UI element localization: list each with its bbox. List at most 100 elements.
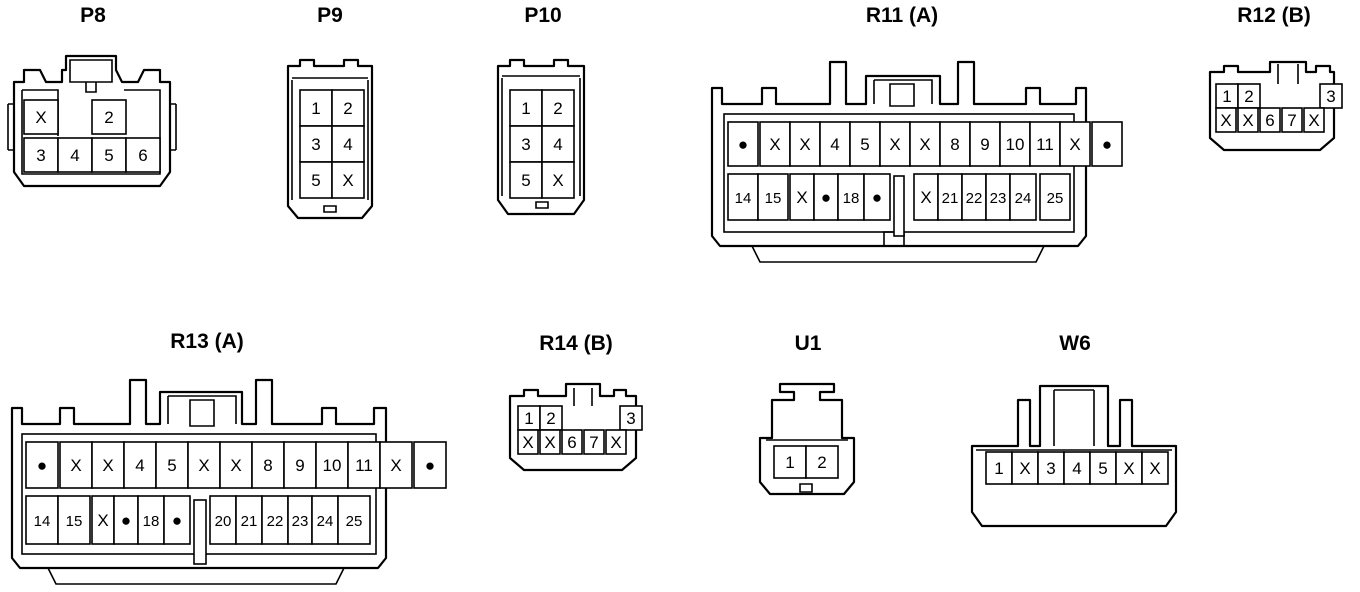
r13-top-pin-label: 10	[323, 456, 342, 475]
p10-pin-cell	[541, 125, 575, 163]
r11-top-pin-cell	[727, 121, 759, 167]
connector-r12-latch	[1277, 64, 1299, 84]
r13-bottom-pin-label: 22	[267, 513, 284, 530]
r14-bottom-pin-cell	[583, 429, 605, 455]
r11-top-pin-label: ●	[738, 135, 748, 154]
connector-u1-title: U1	[795, 332, 822, 355]
connector-r11-title: R11 (A)	[866, 4, 938, 27]
connector-r11-latch-and-base	[751, 79, 1045, 263]
w6-pin-cell	[1115, 451, 1143, 485]
r11-bottom-pin-label: 25	[1047, 190, 1064, 207]
r14-top-pin-label: 1	[524, 409, 533, 428]
connector-r12-title: R12 (B)	[1237, 4, 1311, 27]
r13-bottom-pin-label: 23	[292, 513, 309, 530]
r11-top-pin-cell	[819, 121, 851, 167]
connector-r11-key	[893, 175, 905, 237]
p8-top-pin-label: 2	[104, 108, 113, 127]
r13-bottom-pin-label: ●	[121, 511, 131, 530]
u1-pin-label: 1	[785, 453, 794, 472]
r12-bottom-pin-cell	[1259, 107, 1281, 133]
r13-top-pin-label: X	[390, 456, 401, 475]
p10-pin-label: X	[552, 171, 563, 190]
r12-bottom-pin-label: X	[1220, 111, 1231, 130]
r11-bottom-pin-label: 22	[966, 190, 983, 207]
p8-bottom-pin-cell	[125, 137, 161, 173]
r11-top-pin-label: 4	[830, 135, 839, 154]
p8-bottom-pin-label: 5	[104, 146, 113, 165]
p9-pin-label: 5	[311, 171, 320, 190]
connector-p8-latch	[69, 59, 113, 93]
r11-bottom-pin-label: 21	[942, 190, 959, 207]
r11-bottom-pin-label: 18	[843, 190, 860, 207]
r11-top-pin-label: 5	[860, 135, 869, 154]
r11-bottom-pin-label: ●	[872, 188, 882, 207]
r13-top-pin-label: X	[198, 456, 209, 475]
r14-bottom-pin-label: X	[522, 433, 533, 452]
r12-top-pin-cell	[1319, 83, 1343, 109]
r13-top-pin-cell	[379, 441, 413, 489]
r11-bottom-pin-label: 23	[990, 190, 1007, 207]
connector-w6-title: W6	[1059, 332, 1091, 355]
w6-pin-label: X	[1123, 459, 1134, 478]
r11-bottom-pin-label: 24	[1015, 190, 1032, 207]
r11-top-pin-cell	[789, 121, 821, 167]
r12-bottom-pin-label: 7	[1287, 111, 1296, 130]
connector-w6-latch	[976, 389, 1172, 451]
r11-top-pin-label: X	[889, 135, 900, 154]
r13-bottom-pin-label: 25	[346, 513, 363, 530]
r12-top-pin-label: 3	[1326, 87, 1335, 106]
p10-pin-label: 4	[553, 135, 562, 154]
r14-bottom-pin-cell	[561, 429, 583, 455]
r11-top-pin-label: 9	[980, 135, 989, 154]
p10-pin-label: 5	[521, 171, 530, 190]
w6-pin-cell	[1141, 451, 1169, 485]
r13-top-pin-cell	[91, 441, 125, 489]
connector-u1-detail	[766, 439, 848, 493]
r12-bottom-pin-label: 6	[1265, 111, 1274, 130]
r13-top-pin-label: ●	[37, 456, 47, 475]
p8-top-pin-cell	[23, 99, 59, 135]
r13-bottom-pin-cell	[57, 495, 91, 545]
p10-pin-cell	[509, 125, 543, 163]
p8-bottom-pin-label: 6	[138, 146, 147, 165]
r13-top-pin-label: 4	[135, 456, 144, 475]
p9-pin-cell	[299, 125, 333, 163]
connector-u1-housing	[758, 382, 856, 496]
connector-r13-housing	[10, 378, 388, 570]
r14-bottom-pin-cell	[517, 429, 539, 455]
r11-bottom-pin-label: 15	[765, 190, 782, 207]
r14-bottom-pin-label: X	[610, 433, 621, 452]
r11-bottom-pin-label: X	[796, 188, 807, 207]
r11-top-pin-label: 10	[1006, 135, 1025, 154]
p10-pin-cell	[509, 89, 543, 127]
r14-bottom-pin-label: X	[544, 433, 555, 452]
connector-r14-title: R14 (B)	[539, 332, 613, 355]
p9-pin-cell	[331, 161, 365, 199]
r11-top-pin-cell	[909, 121, 941, 167]
r14-top-pin-cell	[619, 405, 643, 431]
r11-bottom-pin-label: X	[920, 188, 931, 207]
connector-p10-housing	[496, 58, 586, 216]
u1-pin-cell	[805, 445, 839, 479]
p10-pin-label: 1	[521, 99, 530, 118]
r11-bottom-pin-cell	[1009, 173, 1037, 221]
r13-bottom-pin-label: 14	[34, 513, 51, 530]
r11-top-pin-label: 8	[950, 135, 959, 154]
u1-pin-label: 2	[817, 453, 826, 472]
connector-p9-detail	[291, 77, 369, 213]
r13-bottom-pin-label: ●	[172, 511, 182, 530]
r13-top-pin-label: X	[70, 456, 81, 475]
connector-w6-housing	[970, 384, 1178, 528]
